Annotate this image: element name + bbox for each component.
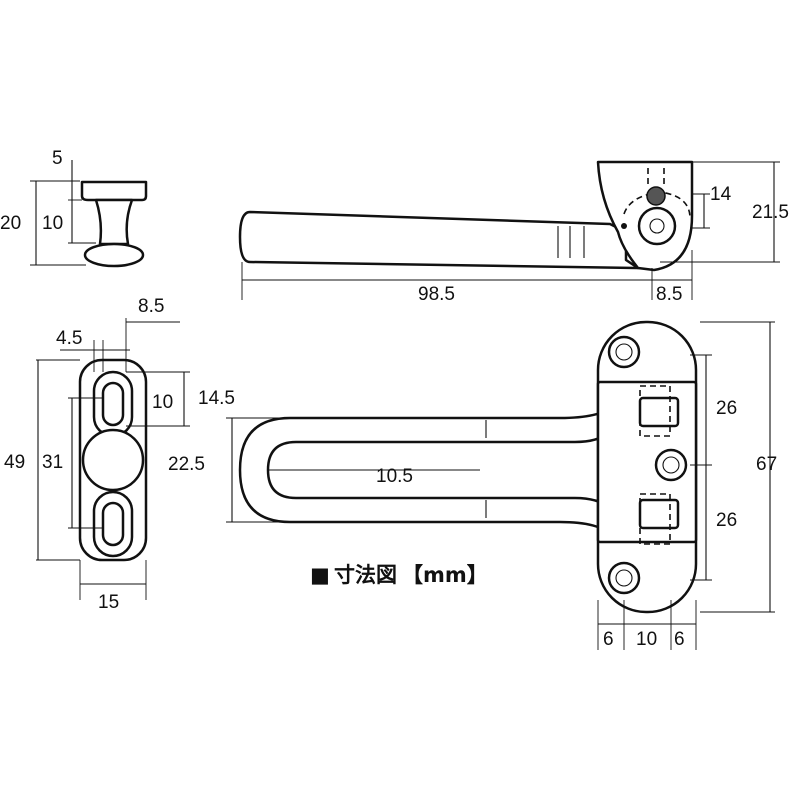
- dim-arm-length: 98.5: [418, 284, 455, 305]
- arm-side-view: [238, 160, 780, 300]
- knob-stem: [94, 198, 134, 246]
- dim-plate-height: 49: [4, 452, 25, 473]
- knob-cap: [80, 180, 148, 202]
- knob-side-view: [30, 160, 148, 268]
- dim-guard-inner: 10.5: [376, 466, 413, 487]
- dim-knob-stem: 10: [42, 213, 63, 234]
- dim-arm-bracket-height: 21.5: [752, 202, 789, 223]
- dim-arm-bracket-width: 8.5: [656, 284, 682, 305]
- legend-unit: 【mm】: [402, 563, 488, 587]
- dim-base-right: 6: [674, 629, 685, 650]
- dim-base-lower-pitch: 26: [716, 510, 737, 531]
- drawing-legend: ■ 寸法図 【mm】: [310, 563, 488, 587]
- dim-base-upper-pitch: 26: [716, 398, 737, 419]
- dim-base-height: 67: [756, 454, 777, 475]
- dim-arm-pivot-height: 14: [710, 184, 732, 205]
- dim-plate-top-width: 8.5: [138, 296, 164, 317]
- dim-knob-height: 20: [0, 213, 21, 234]
- dim-base-left: 6: [603, 629, 614, 650]
- dim-plate-hole-span: 31: [42, 452, 63, 473]
- guard-arm: [226, 404, 642, 538]
- arm-bar: [238, 210, 640, 270]
- dim-plate-width: 15: [98, 592, 119, 613]
- legend-marker: ■: [310, 563, 330, 587]
- dim-plate-slot-offset: 4.5: [56, 328, 82, 349]
- knob-base: [83, 242, 145, 268]
- dim-plate-slot-height: 10: [152, 392, 173, 413]
- dim-guard-outer: 22.5: [168, 454, 205, 475]
- strike-plate: [36, 318, 190, 600]
- legend-title: 寸法図: [334, 563, 397, 587]
- dim-knob-top: 5: [52, 148, 63, 169]
- dim-base-mid: 10: [636, 629, 657, 650]
- dim-guard-opening: 14.5: [198, 388, 235, 409]
- base-plate: [596, 320, 775, 650]
